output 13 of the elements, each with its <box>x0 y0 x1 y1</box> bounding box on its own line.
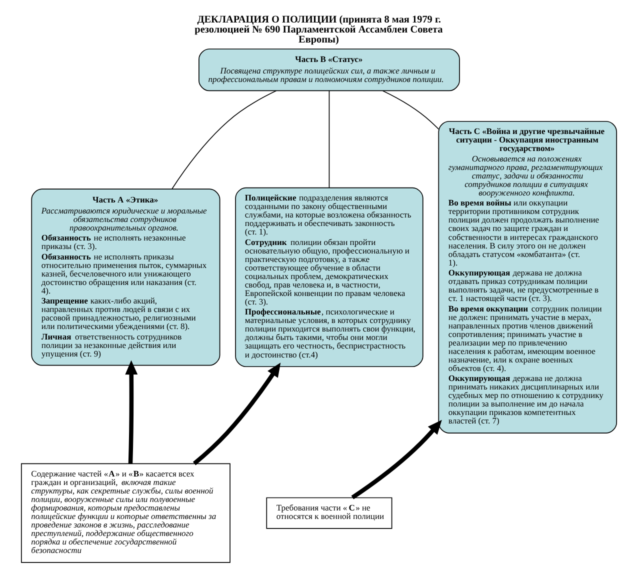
node-box: Часть А «Этика» Рассматриваются юридические и моральные обязательства сотрудников правоохранительных органов. Обязанность не исполнять незаконные приказы (ст. 3). Обязанность не исполнять приказы относительно применения пыток, суммарных казней, бесчеловечного или унижающего достоинство обращения или наказания (ст. 4). Запрещение каких-либо акций, направленных против людей в связи с их расовой принадлежностью, религиозными или политическими убеждениями (ст. 8). Личная ответственность сотрудников полиции за незаконные действия или упущения (ст. 9) <box>31 188 220 366</box>
arrow <box>125 360 138 464</box>
connector <box>328 90 330 188</box>
connector <box>382 90 439 130</box>
arrow <box>351 420 442 500</box>
node-box: Часть B «Статус» Посвящена структуре полицейских сил, а также личным и профессиональным правам и полномочиям сотрудников полиции. <box>198 48 460 92</box>
node-box: Требования части «С» не относятся к военной полиции <box>266 497 392 529</box>
node-box: Полицейские подразделения являются созданными по закону общественными службами, на которые возложена обязанность поддерживать и обеспечивать законность (ст. 1). Сотрудник полиции обязан пройти основательную общую, профессиональную и практическую подготовку, а также соответствующее обучение в области социальных проблем, демократических свобод, прав человека и, в частности, Европейской конвенции по правам человека (ст. 3). Профессиональные, психологические и материальные условия, в которых сотруднику полиции приходится выполнять свои функции, должны быть такими, чтобы они могли защищать его честность, беспристрастность и достоинство (ст.4) <box>235 187 424 368</box>
connector <box>172 90 277 190</box>
node-box: Содержание частей «А» и «В» касается всех граждан и организаций, включая такие структуры, как секретные службы, силы военной полиции, вооруженные силы или полувоенные формирования, которым предоставлены полицейские функции и которые ответственны за проведение законов в жизнь, расследование преступлений, поддержание общественного порядка и обеспечение государственной безопасности <box>20 463 230 563</box>
arrow <box>192 362 281 466</box>
diagram-title: ДЕКЛАРАЦИЯ О ПОЛИЦИИ (принята 8 мая 1979 г. резолюцией № 690 Парламентской Ассамблеи Совета Европы) <box>194 14 443 46</box>
node-box: Часть С «Война и другие чрезвычайные ситуации - Оккупация иностранным государством» Основывается на положениях гуманитарного права, регламентирующих статус, задачи и обязанности сотрудников полиции в ситуациях вооруженного конфликта. Во время войны или оккупации территории противником сотрудник полиции должен продолжать выполнение своих задач по защите граждан и собственности в интересах гражданского населения. В силу этого он не должен обладать статусом «комбатанта» (ст. 1). Оккупирующая держава не должна отдавать приказ сотрудникам полиции выполнять задачи, не предусмотренные в ст. 1 настоящей части (ст. 3). Во время оккупации сотрудник полиции не должен: принимать участие в мерах, направленных против членов движений сопротивления; принимать участие в реализации мер по привлечению населения к работам, имеющим военное назначение, или к охране военных объектов (ст. 4). Оккупирующая держава не должна принимать никаких дисциплинарных или судебных мер по отношению к сотруднику полиции за выполнение им до начала оккупации приказов компетентных властей (ст. 7) <box>438 120 618 434</box>
